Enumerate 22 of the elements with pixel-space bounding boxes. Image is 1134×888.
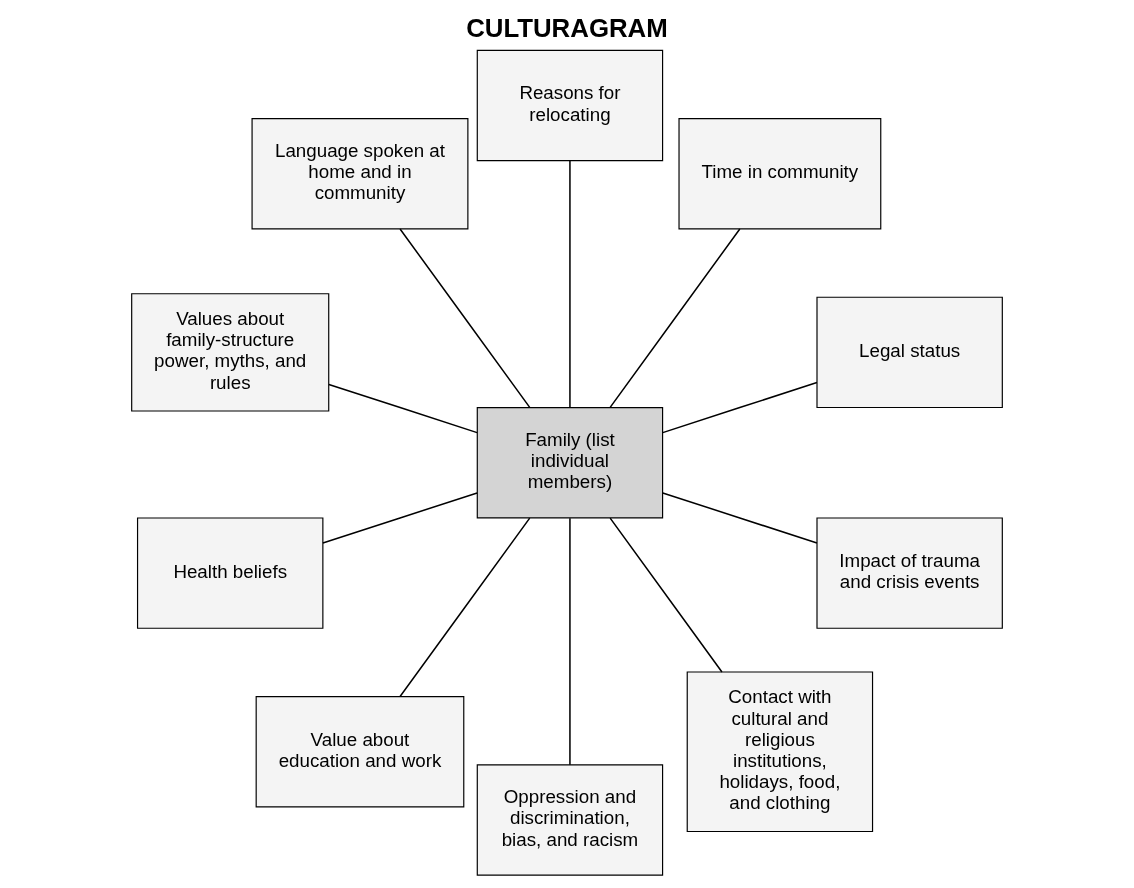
node-box: Time in community: [678, 118, 882, 230]
connector: [609, 517, 723, 673]
node-box: Language spoken at home and in community: [251, 118, 469, 230]
connector: [609, 228, 741, 409]
connector: [662, 492, 818, 544]
connector: [399, 228, 531, 409]
connector: [569, 517, 571, 766]
node-box: Value about education and work: [255, 696, 465, 808]
node-box: Contact with cultural and religious institutions, holidays, food, and clothing: [686, 671, 874, 833]
connector: [399, 517, 531, 698]
diagram-title: CULTURAGRAM: [466, 14, 668, 43]
node-box: Family (list individual members): [476, 407, 664, 519]
node-box: Reasons for relocating: [476, 49, 664, 162]
node-box: Health beliefs: [136, 517, 324, 629]
node-box: Oppression and discrimination, bias, and racism: [476, 764, 664, 876]
node-box: Values about family-structure power, myths, and rules: [131, 293, 330, 412]
node-box: Legal status: [816, 296, 1003, 409]
connector: [569, 160, 571, 409]
connector: [322, 492, 478, 544]
connector: [328, 383, 478, 434]
node-box: Impact of trauma and crisis events: [816, 517, 1003, 629]
connector: [662, 381, 818, 434]
